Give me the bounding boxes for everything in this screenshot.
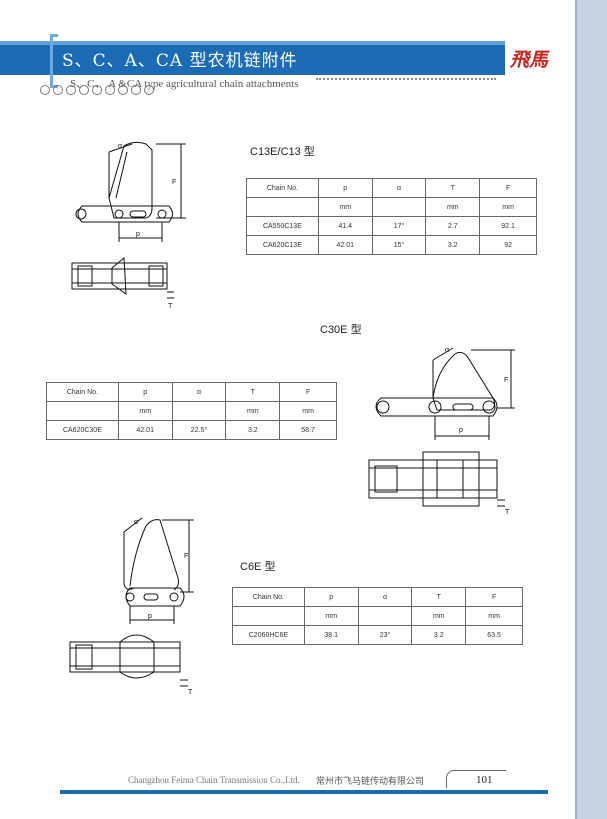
section-title-c30e: C30E 型 xyxy=(320,324,362,336)
col-f: F xyxy=(279,382,337,402)
c13-t-label: T xyxy=(168,303,173,310)
c6e-f-label: F xyxy=(184,553,188,560)
c30e-p-label: p xyxy=(459,427,463,434)
table-header-row: Chain No. p α T F xyxy=(46,382,337,402)
table-row: CA550C13E 41.4 17° 2.7 92.1 xyxy=(246,216,537,236)
table-header-row: Chain No. p α T F xyxy=(246,178,537,198)
c13-spec-table: Chain No. p α T F mm mm mm CA550C13E 41.… xyxy=(246,178,537,255)
col-alpha: α xyxy=(357,587,413,607)
table-unit-row: mm mm mm xyxy=(46,401,337,421)
footer-bar xyxy=(60,790,548,794)
header-bracket xyxy=(50,34,58,88)
c30e-spec-table: Chain No. p α T F mm mm mm CA620C30E 42.… xyxy=(46,382,337,440)
section-title-c6e: C6E 型 xyxy=(240,561,276,573)
footer-company-en: Changzhou Feima Chain Transmission Co.,L… xyxy=(128,775,300,785)
col-chain-no: Chain No. xyxy=(246,178,319,198)
c30e-alpha-label: α xyxy=(445,347,449,354)
circle-ornament xyxy=(40,85,154,95)
col-t: T xyxy=(411,587,467,607)
page-number-tab xyxy=(446,770,506,788)
dotted-divider xyxy=(316,78,496,80)
page-number: 101 xyxy=(476,774,493,786)
col-f: F xyxy=(465,587,523,607)
c6e-p-label: p xyxy=(148,613,152,620)
c6e-alpha-label: α xyxy=(134,519,138,526)
c6e-spec-table: Chain No. p α T F mm mm mm C2060HC6E 38.… xyxy=(232,587,523,645)
table-header-row: Chain No. p α T F xyxy=(232,587,523,607)
c6e-t-label: T xyxy=(188,689,193,696)
side-color-strip xyxy=(575,0,607,819)
c30e-attachment-drawing: α F p T xyxy=(368,347,515,516)
section-title-c13: C13E/C13 型 xyxy=(250,146,315,158)
col-t: T xyxy=(225,382,281,402)
page-title: S、C、A、CA 型农机链附件 xyxy=(62,51,298,71)
c13-alpha-label: α xyxy=(118,143,122,150)
table-row: CA620C13E 42.01 15° 3.2 92 xyxy=(246,235,537,255)
logo-box xyxy=(505,41,575,75)
table-unit-row: mm mm mm xyxy=(246,197,537,217)
c6e-attachment-drawing: α F p T xyxy=(69,517,194,696)
header-bar xyxy=(0,41,575,75)
table-unit-row: mm mm mm xyxy=(232,606,523,626)
col-p: p xyxy=(117,382,173,402)
table-row: C2060HC6E 38.1 23° 3.2 63.5 xyxy=(232,625,523,645)
c13-p-label: p xyxy=(136,231,140,238)
col-f: F xyxy=(479,178,537,198)
col-chain-no: Chain No. xyxy=(46,382,119,402)
table-row: CA620C30E 42.01 22.5° 3.2 58.7 xyxy=(46,420,337,440)
c30e-f-label: F xyxy=(504,377,508,384)
brand-logo: 飛馬 xyxy=(510,49,549,71)
col-t: T xyxy=(425,178,481,198)
col-alpha: α xyxy=(171,382,227,402)
col-p: p xyxy=(303,587,359,607)
header-highlight xyxy=(0,41,575,45)
col-chain-no: Chain No. xyxy=(232,587,305,607)
col-p: p xyxy=(317,178,373,198)
col-alpha: α xyxy=(371,178,427,198)
c13-attachment-drawing: α F p T xyxy=(71,141,186,310)
c13-f-label: F xyxy=(172,179,176,186)
c30e-t-label: T xyxy=(505,509,510,516)
footer-company-cn: 常州市飞马链传动有限公司 xyxy=(316,777,425,787)
